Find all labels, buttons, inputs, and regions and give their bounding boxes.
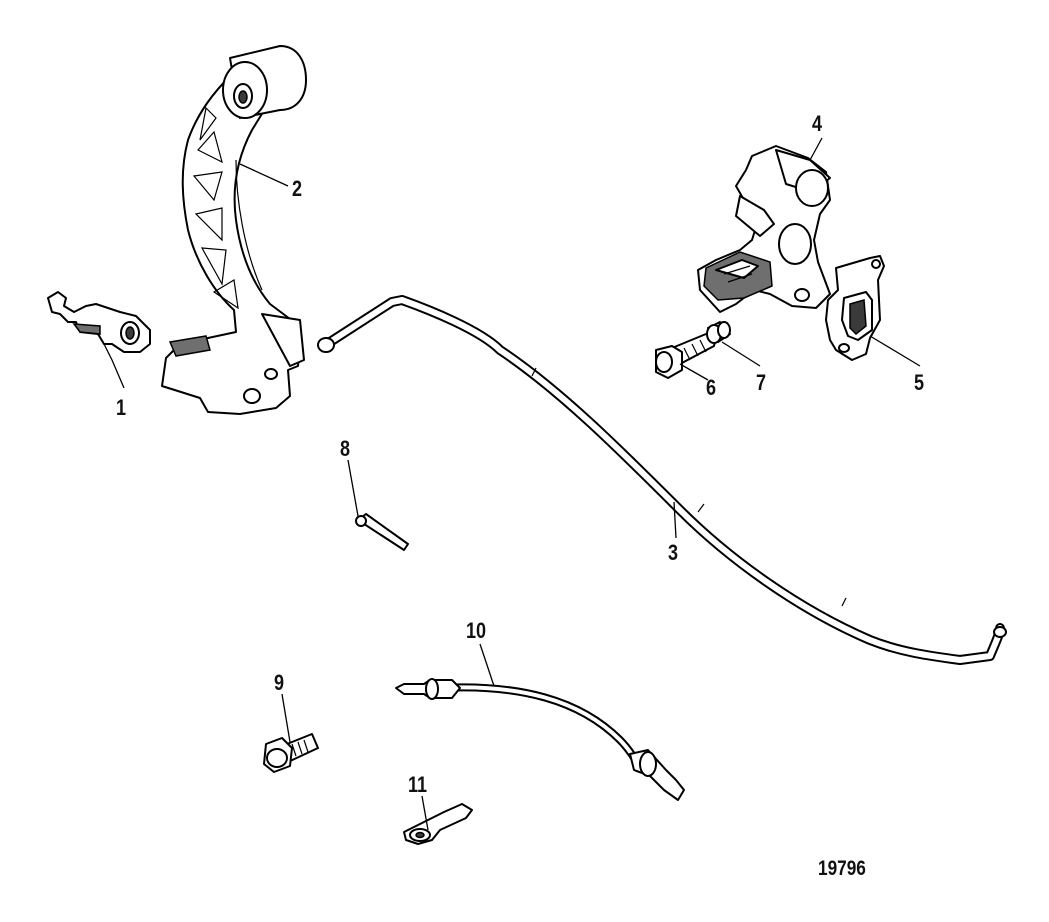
callout-2: 2 [292,176,303,201]
part-1-lever [47,291,151,353]
figure-number: 19796 [818,857,866,880]
callout-7: 7 [756,370,767,395]
callout-1: 1 [116,395,127,420]
part-10-cable [395,678,685,801]
callout-8: 8 [340,436,351,461]
part-6-bolt [655,333,716,379]
callout-5: 5 [914,370,925,395]
callout-10: 10 [466,618,487,643]
callout-6: 6 [706,375,717,400]
callout-3: 3 [668,540,679,565]
part-9-screw [263,733,319,773]
part-8-cotter-pin [355,513,409,551]
part-2-pedal [161,45,307,415]
callout-9: 9 [274,670,285,695]
leader-lines [103,137,921,831]
part-11-terminal [403,803,473,845]
part-5-gasket [825,255,885,361]
callout-4: 4 [812,111,823,136]
part-7-bushing [706,321,731,344]
part-3-rod [317,295,1007,665]
callout-11: 11 [408,772,428,797]
part-4-housing [697,145,831,313]
